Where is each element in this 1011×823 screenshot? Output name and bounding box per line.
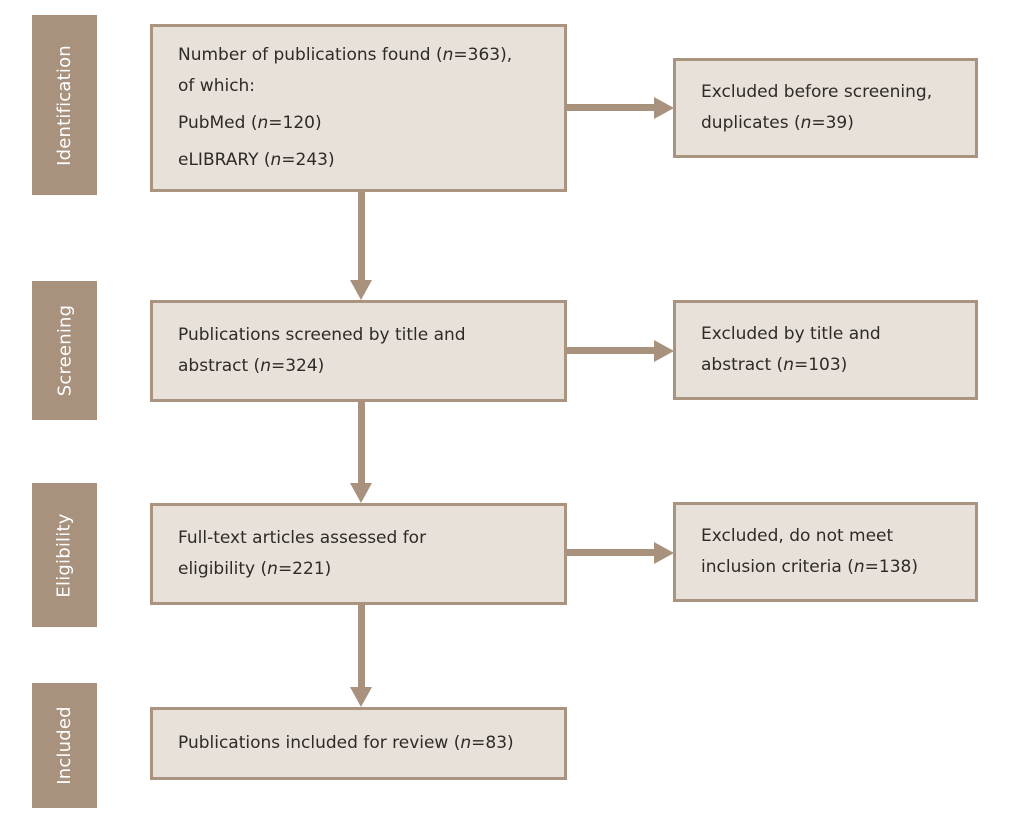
box-excluded-criteria: Excluded, do not meet inclusion criteria…	[673, 502, 978, 602]
box-text-line: abstract (n=103)	[701, 355, 848, 375]
stage-label-included: Included	[32, 683, 97, 808]
box-excluded-title-abstract: Excluded by title and abstract (n=103)	[673, 300, 978, 400]
arrow-shaft	[358, 192, 365, 280]
box-text-line: Publications screened by title and	[178, 325, 466, 345]
box-excluded-duplicates: Excluded before screening, duplicates (n…	[673, 58, 978, 158]
box-text-line: Excluded before screening,	[701, 82, 933, 102]
stage-label-text: Screening	[54, 304, 75, 397]
stage-label-identification: Identification	[32, 15, 97, 195]
box-fulltext-assessed: Full-text articles assessed for eligibil…	[150, 503, 567, 605]
box-text-line: Publications included for review (n=83)	[178, 733, 514, 753]
arrowhead-right-icon	[654, 542, 674, 564]
arrow-shaft	[567, 347, 654, 354]
stage-label-text: Eligibility	[54, 512, 76, 598]
box-text-line: Excluded, do not meet	[701, 526, 894, 546]
stage-label-text: Included	[54, 706, 75, 785]
arrow-shaft	[358, 402, 365, 483]
arrowhead-down-icon	[350, 483, 372, 503]
box-text-line: Excluded by title and	[701, 324, 881, 344]
box-text-line: PubMed (n=120)	[178, 113, 322, 133]
box-text-line: eLIBRARY (n=243)	[178, 150, 335, 170]
box-text-line: eligibility (n=221)	[178, 559, 332, 579]
box-publications-screened: Publications screened by title and abstr…	[150, 300, 567, 402]
arrowhead-right-icon	[654, 340, 674, 362]
arrowhead-down-icon	[350, 280, 372, 300]
box-text-line: inclusion criteria (n=138)	[701, 557, 918, 577]
box-publications-found: Number of publications found (n=363), of…	[150, 24, 567, 192]
box-text-line: of which:	[178, 76, 256, 96]
arrow-shaft	[567, 549, 654, 556]
box-text-line: Full-text articles assessed for	[178, 528, 427, 548]
stage-label-eligibility: Eligibility	[32, 483, 97, 627]
arrowhead-right-icon	[654, 97, 674, 119]
stage-label-screening: Screening	[32, 281, 97, 420]
stage-label-text: Identification	[54, 44, 76, 166]
arrow-shaft	[567, 104, 654, 111]
box-publications-included: Publications included for review (n=83)	[150, 707, 567, 780]
box-text-line: duplicates (n=39)	[701, 113, 854, 133]
arrow-shaft	[358, 605, 365, 687]
box-text-line: Number of publications found (n=363),	[178, 45, 513, 65]
box-text-line: abstract (n=324)	[178, 356, 325, 376]
arrowhead-down-icon	[350, 687, 372, 707]
